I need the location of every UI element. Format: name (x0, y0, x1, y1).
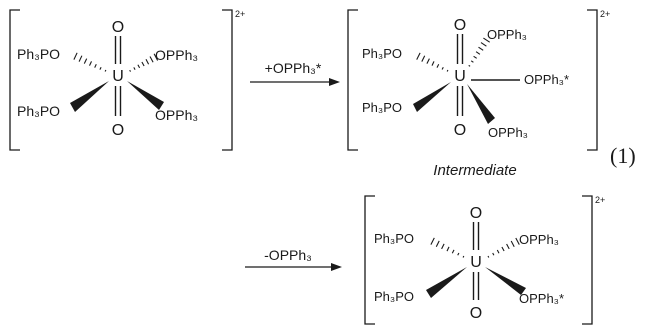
step1-arrow: +OPPh₃* (250, 60, 340, 86)
hash-stroke (446, 246, 450, 252)
hash-stroke (145, 59, 150, 65)
product-bracket-left (364, 195, 375, 325)
intermediate-ligand-lower-right: OPPh₃ (488, 125, 528, 140)
hash-stroke (421, 55, 426, 62)
hash-stroke (73, 52, 78, 60)
hash-stroke (104, 69, 107, 72)
hash-stroke (506, 243, 510, 250)
reactant-complex: 2+ O U O Ph₃PO OPPh₃ Ph₃PO OPPh₃ (9, 9, 245, 151)
intermediate-ligand-upper-right: OPPh₃ (487, 27, 527, 42)
reactant-bracket-right (222, 9, 233, 151)
intermediate-wedge-bond-lower-right (467, 84, 495, 124)
intermediate-hash-bond-upper-left (416, 52, 449, 72)
intermediate-bracket-right (587, 9, 598, 151)
hash-stroke (133, 67, 136, 70)
hash-stroke (487, 255, 490, 258)
intermediate-metal: U (454, 68, 466, 85)
hash-stroke (441, 66, 444, 70)
hash-stroke (480, 42, 487, 47)
hash-stroke (416, 52, 421, 60)
hash-stroke (473, 55, 477, 59)
intermediate-charge: 2+ (600, 9, 610, 19)
hash-stroke (435, 240, 440, 248)
intermediate-hash-bond-upper-right (468, 37, 491, 67)
reactant-oxo-bottom: O (112, 122, 124, 139)
hash-stroke (468, 64, 471, 67)
hash-stroke (141, 61, 145, 67)
hash-stroke (483, 37, 491, 43)
hash-stroke (451, 249, 455, 254)
hash-stroke (149, 56, 154, 63)
reactant-oxo-top: O (112, 19, 124, 36)
reactant-ligand-lower-right: OPPh₃ (155, 107, 198, 123)
hash-stroke (457, 252, 460, 256)
intermediate-oxo-top: O (454, 17, 466, 34)
product-metal: U (470, 254, 482, 271)
product-ligand-lower-left: Ph₃PO (374, 289, 414, 304)
hash-stroke (430, 237, 435, 245)
hash-stroke (153, 53, 159, 61)
product-ligand-lower-right: OPPh₃* (519, 291, 564, 306)
product-ligand-upper-right: OPPh₃ (519, 232, 559, 247)
hash-stroke (137, 64, 141, 69)
product-hash-bond-upper-left (430, 237, 465, 258)
intermediate-bracket-left (347, 9, 358, 151)
intermediate-wedge-bond-lower-left (413, 82, 451, 112)
hash-stroke (99, 66, 102, 70)
equation-number: (1) (610, 143, 636, 168)
reactant-metal: U (112, 68, 124, 85)
product-complex: 2+ O U O Ph₃PO OPPh₃ Ph₃PO OPPh₃* (364, 195, 605, 325)
hash-stroke (78, 55, 83, 62)
hash-stroke (501, 246, 505, 252)
reactant-ligand-upper-right: OPPh₃ (155, 47, 198, 63)
reactant-wedge-bond-lower-right (127, 81, 164, 110)
hash-stroke (492, 252, 495, 256)
product-oxo-top: O (470, 205, 482, 222)
reactant-ligand-lower-left: Ph₃PO (17, 103, 60, 119)
hash-stroke (510, 240, 515, 247)
step2-label: -OPPh₃ (264, 247, 312, 263)
step2-arrow-head (331, 263, 342, 271)
hash-stroke (431, 61, 435, 66)
hash-stroke (94, 64, 97, 68)
intermediate-complex: 2+ O U O Ph₃PO OPPh₃ OPPh₃* Ph₃PO OPPh₃ … (347, 9, 610, 179)
hash-stroke (89, 61, 92, 66)
intermediate-ligand-upper-left: Ph₃PO (362, 46, 402, 61)
hash-stroke (129, 69, 131, 72)
intermediate-caption: Intermediate (433, 162, 516, 179)
step1-label: +OPPh₃* (265, 60, 322, 76)
product-ligand-upper-left: Ph₃PO (374, 231, 414, 246)
reactant-bracket-left (9, 9, 20, 151)
product-charge: 2+ (595, 195, 605, 205)
reactant-wedge-bond-lower-left (70, 81, 109, 112)
step1-arrow-head (329, 78, 340, 86)
hash-stroke (462, 255, 465, 258)
product-bracket-right (582, 195, 593, 325)
hash-stroke (515, 237, 520, 245)
hash-stroke (426, 58, 430, 64)
intermediate-ligand-lower-left: Ph₃PO (362, 100, 402, 115)
hash-stroke (436, 64, 440, 68)
hash-stroke (470, 60, 474, 63)
reactant-hash-bond-upper-left (73, 52, 107, 72)
product-wedge-bond-lower-left (426, 267, 467, 298)
product-oxo-bottom: O (470, 305, 482, 322)
reactant-ligand-upper-left: Ph₃PO (17, 46, 60, 62)
intermediate-ligand-right: OPPh₃* (524, 72, 569, 87)
intermediate-oxo-bottom: O (454, 122, 466, 139)
product-wedge-bond-lower-right (485, 267, 526, 295)
hash-stroke (496, 249, 500, 254)
reactant-hash-bond-upper-right (129, 53, 159, 72)
hash-stroke (83, 58, 88, 64)
product-hash-bond-upper-right (487, 237, 520, 258)
step2-arrow: -OPPh₃ (245, 247, 342, 271)
hash-stroke (441, 243, 445, 250)
hash-stroke (446, 69, 449, 72)
reactant-charge: 2+ (235, 9, 245, 19)
hash-stroke (478, 46, 484, 51)
hash-stroke (475, 51, 481, 55)
